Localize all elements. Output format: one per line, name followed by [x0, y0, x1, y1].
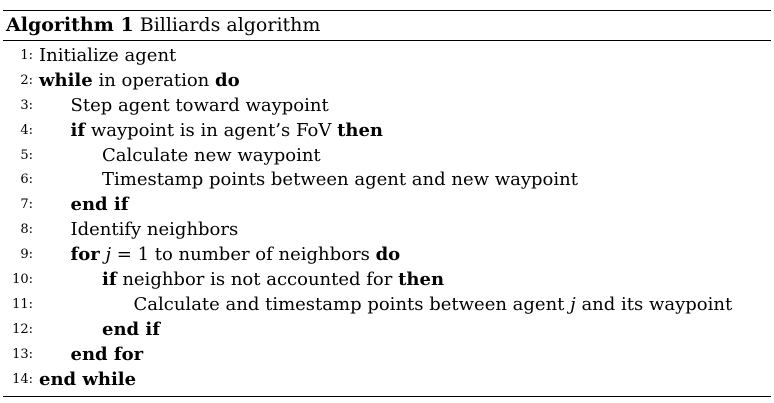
keyword: end if — [70, 194, 129, 216]
line-number: 14: — [12, 371, 33, 387]
caption-label: Algorithm 1 — [6, 14, 134, 36]
line-number: 8: — [20, 222, 33, 238]
line-content: Calculate new waypoint — [102, 144, 321, 169]
line-text: = 1 to number of neighbors — [111, 244, 376, 266]
line-number: 7: — [20, 197, 33, 213]
line-content: end if — [102, 318, 160, 343]
algorithm-caption: Algorithm 1 Billiards algorithm — [3, 11, 771, 40]
caption-title: Billiards algorithm — [139, 14, 321, 36]
algorithm-line: 5: Calculate new waypoint — [3, 144, 771, 169]
line-number: 6: — [20, 172, 33, 188]
line-number: 13: — [12, 346, 33, 362]
keyword: then — [337, 119, 384, 141]
line-number: 11: — [12, 296, 33, 312]
line-text: Calculate and timestamp points between a… — [133, 293, 571, 315]
line-number: 9: — [20, 247, 33, 263]
line-text: Calculate new waypoint — [102, 144, 321, 166]
line-content: Initialize agent — [39, 44, 176, 69]
line-content: end if — [71, 193, 129, 218]
line-number: 4: — [20, 122, 33, 138]
keyword: end if — [102, 318, 160, 340]
algorithm-line: 4: if waypoint is in agent’s FoV then — [3, 119, 771, 144]
math-variable: j — [105, 244, 112, 266]
keyword: if — [70, 119, 86, 141]
keyword: do — [375, 244, 401, 266]
algorithm-line: 7: end if — [3, 193, 771, 218]
line-content: while in operation do — [39, 69, 240, 94]
line-text: waypoint is in agent’s FoV — [85, 119, 338, 141]
line-content: for j = 1 to number of neighbors do — [71, 243, 401, 268]
line-content: if neighbor is not accounted for then — [102, 268, 444, 293]
keyword: for — [70, 244, 100, 266]
line-text: Step agent toward waypoint — [70, 94, 329, 116]
bottom-rule — [3, 396, 771, 398]
algorithm-line: 8: Identify neighbors — [3, 218, 771, 243]
algorithm-line: 11: Calculate and timestamp points betwee… — [3, 293, 771, 318]
algorithm-line: 1: Initialize agent — [3, 44, 771, 69]
line-content: end for — [71, 343, 144, 368]
line-number: 1: — [20, 48, 33, 63]
math-variable: j — [570, 293, 576, 315]
line-number: 2: — [20, 72, 33, 88]
line-number: 5: — [20, 147, 33, 163]
top-rule — [3, 10, 771, 11]
line-content: Step agent toward waypoint — [71, 94, 329, 119]
line-text: and its waypoint — [575, 293, 733, 315]
caption-rule — [3, 40, 771, 41]
algorithm-line: 9: for j = 1 to number of neighbors do — [3, 243, 771, 268]
algorithm-line: 13: end for — [3, 343, 771, 368]
line-number: 3: — [20, 97, 33, 113]
line-text: Identify neighbors — [70, 219, 239, 241]
line-text: neighbor is not accounted for — [116, 269, 399, 291]
keyword: end while — [39, 368, 137, 390]
algorithm-line: 2: while in operation do — [3, 69, 771, 94]
line-text: in operation — [92, 69, 216, 91]
line-content: Identify neighbors — [71, 218, 239, 243]
algorithm-line: 6: Timestamp points between agent and new… — [3, 168, 771, 193]
line-text: Timestamp points between agent and new w… — [102, 169, 578, 191]
keyword: do — [215, 69, 240, 91]
algorithm-line: 12: end if — [3, 318, 771, 343]
line-content: Calculate and timestamp points between a… — [134, 293, 733, 318]
algorithm-line: 10: if neighbor is not accounted for then — [3, 268, 771, 293]
algorithm-line: 14: end while — [3, 368, 771, 393]
keyword: end for — [70, 343, 144, 365]
algorithm-line: 3: Step agent toward waypoint — [3, 94, 771, 119]
algorithm-block: Algorithm 1 Billiards algorithm 1: Initia… — [3, 10, 771, 398]
algorithm-lines: 1: Initialize agent 2: while in operation d… — [3, 41, 771, 392]
line-content: if waypoint is in agent’s FoV then — [71, 119, 384, 144]
line-number: 12: — [12, 321, 33, 337]
line-number: 10: — [12, 272, 33, 288]
keyword: then — [398, 269, 445, 291]
keyword: if — [102, 269, 117, 291]
keyword: while — [39, 69, 93, 91]
line-content: end while — [39, 368, 136, 393]
line-content: Timestamp points between agent and new w… — [102, 168, 578, 193]
line-text: Initialize agent — [39, 45, 177, 66]
